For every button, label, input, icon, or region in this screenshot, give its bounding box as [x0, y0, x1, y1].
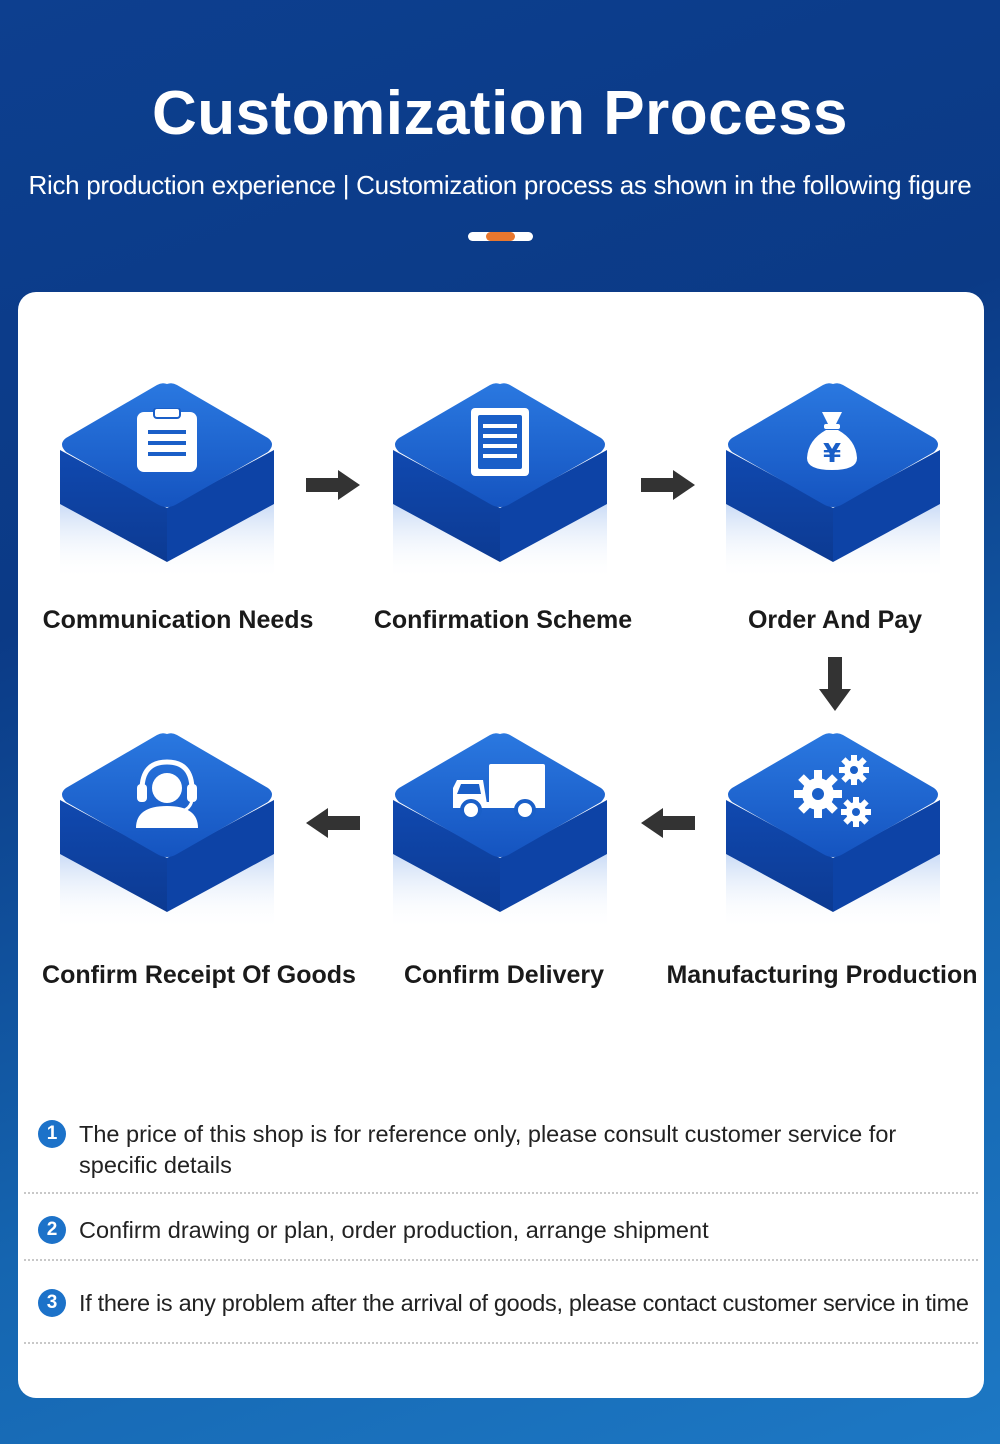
step-confirm-delivery	[387, 730, 627, 950]
step-label: Manufacturing Production	[666, 961, 978, 989]
step-communication-needs	[54, 380, 294, 600]
step-order-and-pay: ¥	[720, 380, 960, 600]
money-bag-icon: ¥	[807, 412, 857, 470]
note-number-badge: 2	[38, 1216, 66, 1244]
gears-icon	[794, 755, 871, 827]
document-icon	[471, 408, 529, 476]
clipboard-icon	[137, 408, 197, 472]
step-label: Confirm Receipt Of Goods	[42, 961, 356, 989]
step-label: Order And Pay	[747, 606, 923, 634]
truck-icon	[453, 764, 545, 821]
arrow-down-icon	[819, 657, 851, 711]
headset-icon	[136, 759, 198, 828]
arrow-left-icon	[306, 808, 360, 838]
page-title: Customization Process	[151, 79, 849, 148]
step-manufacturing-production	[720, 730, 960, 950]
note-number-badge: 1	[38, 1120, 66, 1148]
step-label: Confirmation Scheme	[373, 606, 633, 634]
divider-accent	[486, 232, 515, 241]
step-label: Communication Needs	[42, 606, 314, 634]
arrow-right-icon	[641, 470, 695, 500]
note-text: Confirm drawing or plan, order productio…	[79, 1217, 709, 1243]
step-confirmation-scheme	[387, 380, 627, 600]
step-label: Confirm Delivery	[403, 961, 605, 989]
note-divider	[24, 1342, 978, 1344]
arrow-right-icon	[306, 470, 360, 500]
step-block	[60, 383, 274, 580]
note-text: If there is any problem after the arriva…	[79, 1290, 969, 1316]
note-divider	[24, 1192, 978, 1194]
note-number-badge: 3	[38, 1289, 66, 1317]
note-text: The price of this shop is for reference …	[79, 1121, 897, 1178]
note-divider	[24, 1259, 978, 1261]
title-divider	[468, 232, 533, 241]
page-subtitle: Rich production experience | Customizati…	[28, 170, 972, 200]
arrow-left-icon	[641, 808, 695, 838]
step-confirm-receipt-of-goods	[54, 730, 294, 950]
svg-text:¥: ¥	[823, 439, 841, 469]
step-block	[60, 733, 274, 930]
